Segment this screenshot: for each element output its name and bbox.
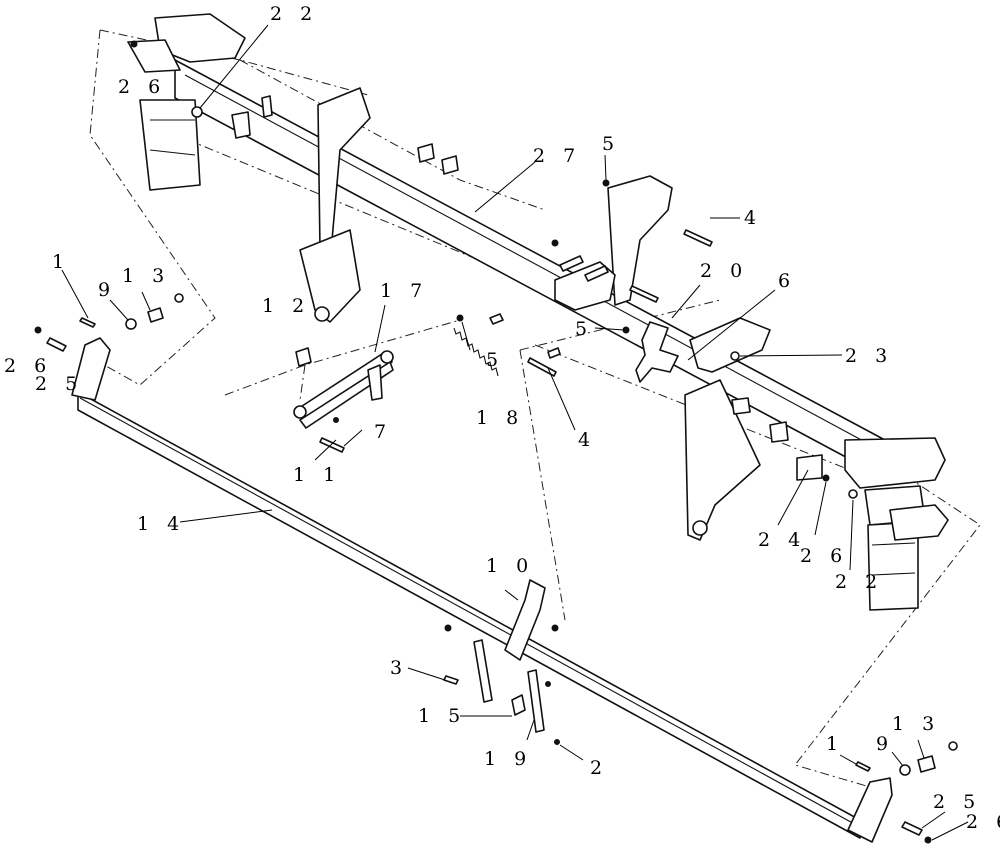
callout-26-bottom: 2 6 xyxy=(966,811,1000,833)
callout-22-top: 2 2 xyxy=(270,3,318,25)
rockshaft-14 xyxy=(71,337,893,843)
callout-26-right: 2 6 xyxy=(800,545,848,567)
callout-25-left: 2 5 xyxy=(35,373,83,395)
callout-labels: 2 2 2 6 2 7 5 4 2 0 6 5 2 3 1 9 1 3 1 2 … xyxy=(4,3,1000,833)
callout-18: 1 8 xyxy=(476,407,524,429)
callout-15: 1 5 xyxy=(418,705,466,727)
callout-3: 3 xyxy=(390,657,408,679)
callout-13-right: 1 3 xyxy=(892,713,940,735)
leader-lines xyxy=(61,24,969,841)
callout-14: 1 4 xyxy=(137,513,185,535)
callout-9-left: 9 xyxy=(98,279,116,301)
callout-1-left: 1 xyxy=(52,251,70,273)
linkage-17 xyxy=(293,350,394,429)
callout-4-upper: 4 xyxy=(744,207,762,229)
callout-12: 1 2 xyxy=(262,295,310,317)
callout-7: 7 xyxy=(374,421,392,443)
callout-22-right: 2 2 xyxy=(835,571,883,593)
callout-10: 1 0 xyxy=(486,555,534,577)
hardware xyxy=(34,40,958,844)
callout-4-lower: 4 xyxy=(578,429,596,451)
callout-19: 1 9 xyxy=(484,748,532,770)
callout-20: 2 0 xyxy=(700,260,748,282)
callout-9-right: 9 xyxy=(876,733,894,755)
callout-5-spring: 5 xyxy=(486,349,504,371)
callout-11: 1 1 xyxy=(293,464,341,486)
callout-17: 1 7 xyxy=(380,280,428,302)
main-frame-27 xyxy=(127,13,949,611)
callout-2: 2 xyxy=(590,757,608,779)
callout-5-upper: 5 xyxy=(602,133,620,155)
callout-27: 2 7 xyxy=(533,145,581,167)
callout-25-right: 2 5 xyxy=(933,791,981,813)
callout-1-right: 1 xyxy=(826,733,844,755)
callout-23: 2 3 xyxy=(845,345,893,367)
callout-24: 2 4 xyxy=(758,529,806,551)
callout-13-left: 1 3 xyxy=(122,265,170,287)
callout-6: 6 xyxy=(778,270,796,292)
spring-18 xyxy=(453,327,499,377)
callout-26-left: 2 6 xyxy=(4,355,52,377)
callout-26-top: 2 6 xyxy=(118,76,166,98)
callout-5-mid: 5 xyxy=(575,318,593,340)
